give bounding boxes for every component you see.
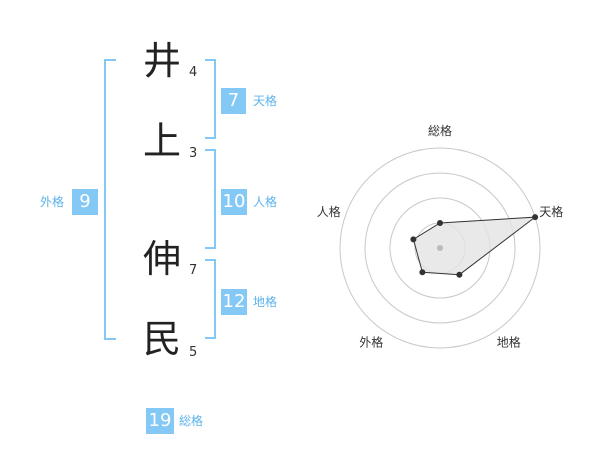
radar-polygon <box>412 216 537 276</box>
chikaku-value-badge: 12 <box>221 289 247 315</box>
radar-ring <box>364 172 516 324</box>
radar-axis-label: 外格 <box>359 335 383 350</box>
radar-axis-label: 総格 <box>428 123 452 138</box>
name-char-4: 民 <box>143 317 182 361</box>
radar-point <box>532 214 539 221</box>
name-char-3: 伸 <box>143 237 182 281</box>
radar-point <box>456 271 463 278</box>
tenkaku-bracket <box>205 59 216 139</box>
name-char-1: 井 <box>143 39 182 83</box>
name-char-2: 上 <box>143 119 182 163</box>
radar-point <box>419 269 426 276</box>
gaikaku-value-badge: 9 <box>72 189 98 215</box>
radar-point <box>410 236 417 243</box>
radar-axis-label: 人格 <box>317 204 341 219</box>
radar-ring <box>339 147 541 349</box>
tenkaku-value-badge: 7 <box>221 88 246 114</box>
gaikaku-bracket <box>104 59 116 340</box>
tenkaku-label: 天格 <box>253 94 278 108</box>
soukaku-label: 総格 <box>179 414 204 428</box>
jinkaku-bracket <box>205 149 216 249</box>
soukaku-value-badge: 19 <box>146 408 174 434</box>
gaikaku-label: 外格 <box>40 195 65 209</box>
radar-point <box>437 220 443 226</box>
radar-axis-label: 地格 <box>497 335 521 350</box>
chikaku-label: 地格 <box>253 295 278 309</box>
radar-center-dot <box>437 245 443 251</box>
jinkaku-label: 人格 <box>253 195 278 209</box>
stroke-count-4: 5 <box>189 345 198 360</box>
jinkaku-value-badge: 10 <box>221 189 247 215</box>
radar-axis-label: 天格 <box>539 204 563 219</box>
stroke-count-2: 3 <box>189 146 198 161</box>
stroke-count-3: 7 <box>189 263 198 278</box>
stroke-count-1: 4 <box>189 65 198 80</box>
chikaku-bracket <box>205 259 216 339</box>
